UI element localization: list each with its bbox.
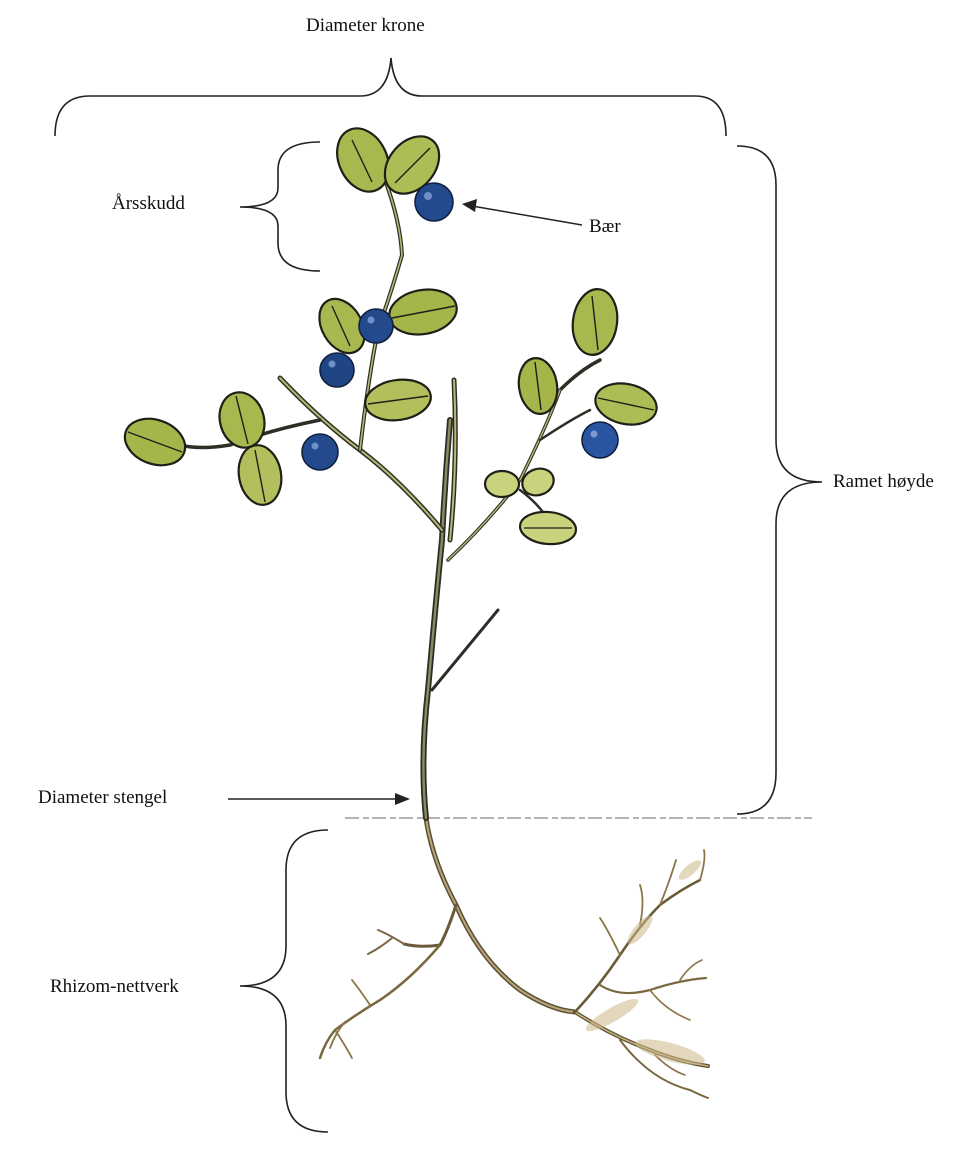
berry xyxy=(415,183,453,221)
leaf xyxy=(569,286,622,357)
berry xyxy=(359,309,393,343)
leaf xyxy=(234,442,286,508)
annual-shoot-bracket xyxy=(240,142,320,271)
stem-arrowhead xyxy=(395,793,410,805)
leaf xyxy=(363,376,434,425)
rhizome-network-label: Rhizom-nettverk xyxy=(50,977,179,996)
berry-arrow-line xyxy=(472,206,582,225)
leaf xyxy=(519,510,578,547)
berry xyxy=(582,422,618,458)
leaf xyxy=(214,387,271,452)
rhizome-network-bracket xyxy=(240,830,328,1132)
ramet-height-bracket xyxy=(737,146,822,814)
annual-shoot-label: Årsskudd xyxy=(112,194,185,213)
berry-arrowhead xyxy=(462,199,477,212)
leaf xyxy=(386,284,461,339)
stem-diameter-label: Diameter stengel xyxy=(38,788,167,807)
rhizome-shading xyxy=(583,857,708,1070)
ramet-height-label: Ramet høyde xyxy=(833,472,934,491)
leaf xyxy=(485,471,519,497)
berry-label: Bær xyxy=(589,217,621,236)
berry xyxy=(302,434,338,470)
main-stem xyxy=(180,180,600,818)
leaf xyxy=(118,411,191,474)
crown-diameter-bracket xyxy=(55,58,726,136)
berry xyxy=(320,353,354,387)
rhizome xyxy=(320,818,708,1098)
crown-diameter-label: Diameter krone xyxy=(306,16,425,35)
